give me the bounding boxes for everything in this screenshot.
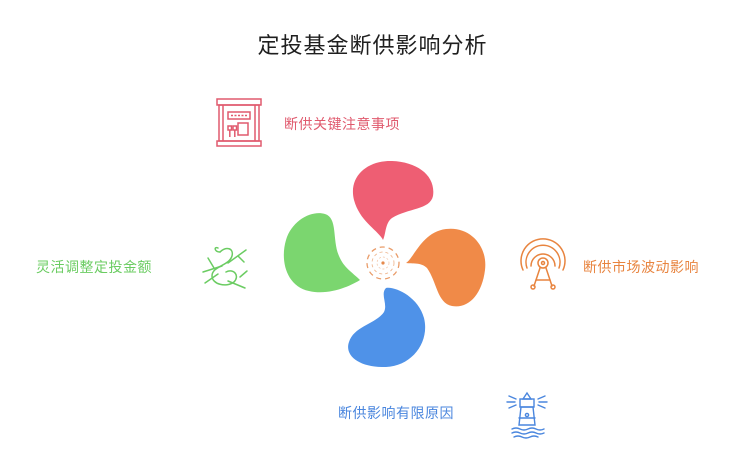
building-icon (216, 98, 262, 147)
label-top: 断供关键注意事项 (284, 117, 400, 133)
label-bottom: 断供影响有限原因 (338, 406, 454, 422)
dashed-target-icon (366, 246, 400, 280)
label-left: 灵活调整定投金额 (36, 260, 152, 276)
snake-branch-icon (202, 246, 248, 289)
lighthouse-icon (506, 391, 548, 439)
page-title: 定投基金断供影响分析 (257, 34, 488, 59)
broadcast-tower-icon (520, 238, 566, 290)
petal-left[interactable] (283, 213, 360, 293)
petal-bottom[interactable] (348, 287, 426, 368)
label-right: 断供市场波动影响 (583, 260, 699, 276)
petal-top[interactable] (352, 160, 434, 240)
petal-right[interactable] (406, 228, 486, 307)
